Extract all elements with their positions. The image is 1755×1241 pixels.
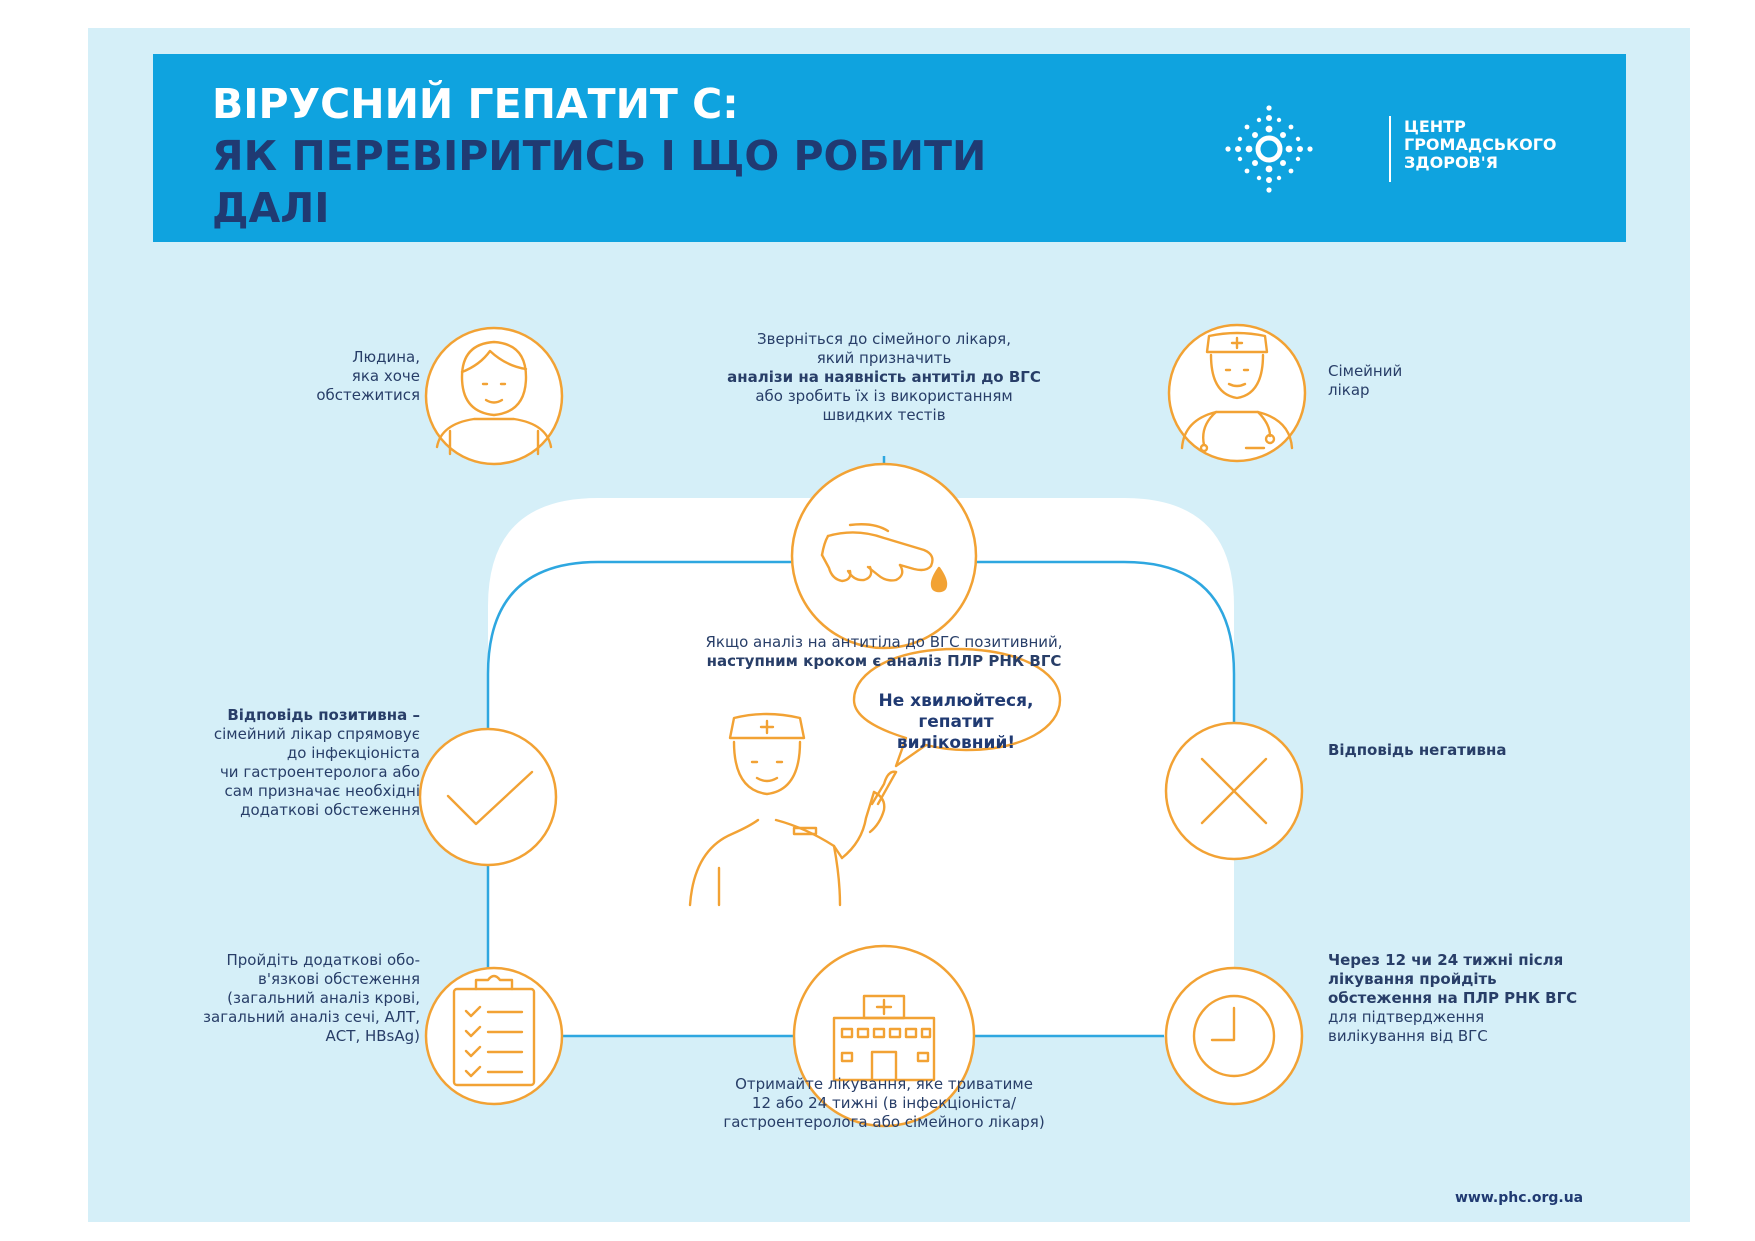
blood-test-caption: Якщо аналіз на антитіла до ВГС позитивни… xyxy=(634,633,1134,671)
visit-doctor-line: або зробить їх із використанням xyxy=(755,387,1013,405)
bubble-line: виліковний! xyxy=(896,733,1016,753)
followup-line: вилікування від ВГС xyxy=(1328,1027,1488,1045)
exams-line: АСТ, HBsAg) xyxy=(325,1027,420,1045)
clipboard-checklist-icon xyxy=(452,974,536,1087)
positive-caption: Відповідь позитивна – сімейний лікар спр… xyxy=(108,706,420,820)
treatment-line: гастроентеролога або сімейного лікаря) xyxy=(723,1113,1045,1131)
logo-divider xyxy=(1389,116,1391,182)
positive-line: сімейний лікар спрямовує xyxy=(213,725,420,743)
positive-line: додаткові обстеження xyxy=(240,801,420,819)
title-line-3: ДАЛІ xyxy=(212,184,330,232)
exams-circle xyxy=(424,966,564,1106)
doctor-pointing-icon xyxy=(688,712,898,907)
person-icon xyxy=(435,340,553,456)
exams-line: в'язкові обстеження xyxy=(258,970,420,988)
positive-circle xyxy=(418,727,558,867)
family-doctor-circle xyxy=(1167,323,1307,463)
visit-doctor-line-bold: аналізи на наявність антитіл до ВГС xyxy=(727,368,1041,386)
positive-line: чи гастроентеролога або xyxy=(219,763,420,781)
exams-line: загальний аналіз сечі, АЛТ, xyxy=(203,1008,420,1026)
person-circle xyxy=(424,326,564,466)
exams-caption: Пройдіть додаткові обо- в'язкові обстеже… xyxy=(108,951,420,1046)
followup-line-bold: обстеження на ПЛР РНК ВГС xyxy=(1328,989,1578,1007)
visit-doctor-line: який призначить xyxy=(816,349,952,367)
logo-text-line-1: ЦЕНТР xyxy=(1404,117,1466,136)
bubble-line: Не хвилюйтеся, xyxy=(878,691,1034,711)
phc-logo-icon xyxy=(1225,105,1313,193)
family-doctor-line: лікар xyxy=(1328,381,1370,399)
person-caption-line: обстежитися xyxy=(316,386,420,404)
hospital-icon xyxy=(832,994,936,1082)
central-panel xyxy=(488,498,1234,1036)
exams-line: Пройдіть додаткові обо- xyxy=(226,951,421,969)
family-doctor-caption: Сімейний лікар xyxy=(1328,362,1528,400)
negative-line: Відповідь негативна xyxy=(1328,741,1507,759)
followup-line: для підтвердження xyxy=(1328,1008,1485,1026)
person-caption-line: Людина, xyxy=(352,348,420,366)
bubble-line: гепатит xyxy=(918,712,994,732)
followup-caption: Через 12 чи 24 тижні після лікування про… xyxy=(1328,951,1648,1046)
followup-line-bold: Через 12 чи 24 тижні після xyxy=(1328,951,1564,969)
speech-bubble-text: Не хвилюйтеся, гепатит виліковний! xyxy=(856,691,1056,754)
doctor-icon xyxy=(1180,331,1294,453)
visit-doctor-caption: Зверніться до сімейного лікаря, який при… xyxy=(634,330,1134,425)
checkmark-icon xyxy=(446,770,534,826)
connector-left-upper xyxy=(486,560,792,729)
family-doctor-line: Сімейний xyxy=(1328,362,1403,380)
logo-text-line-3: ЗДОРОВ'Я xyxy=(1404,153,1498,172)
connector-lines xyxy=(486,456,1236,1038)
footer-url-link[interactable]: www.phc.org.ua xyxy=(1455,1190,1584,1206)
positive-line: до інфекціоніста xyxy=(286,744,420,762)
visit-doctor-line: Зверніться до сімейного лікаря, xyxy=(757,330,1011,348)
negative-caption: Відповідь негативна xyxy=(1328,741,1628,760)
blood-test-circle xyxy=(790,462,978,650)
positive-heading: Відповідь позитивна – xyxy=(227,706,420,724)
header-banner: ВІРУСНИЙ ГЕПАТИТ С: ЯК ПЕРЕВІРИТИСЬ І ЩО… xyxy=(153,54,1626,242)
person-caption-line: яка хоче xyxy=(351,367,420,385)
title-line-1: ВІРУСНИЙ ГЕПАТИТ С: xyxy=(212,80,739,128)
logo-text-line-2: ГРОМАДСЬКОГО xyxy=(1404,135,1557,154)
treatment-line: 12 або 24 тижні (в інфекціоніста/ xyxy=(751,1094,1017,1112)
exams-line: (загальний аналіз крові, xyxy=(227,989,420,1007)
blood-test-line: Якщо аналіз на антитіла до ВГС позитивни… xyxy=(705,633,1063,651)
finger-blood-drop-icon xyxy=(820,523,934,583)
connector-right-upper xyxy=(976,560,1236,723)
clock-icon xyxy=(1192,994,1276,1078)
person-caption: Людина, яка хоче обстежитися xyxy=(256,348,420,405)
blood-drop xyxy=(930,566,948,593)
treatment-line: Отримайте лікування, яке триватиме xyxy=(735,1075,1033,1093)
cross-icon xyxy=(1200,757,1268,825)
positive-line: сам призначає необхідні xyxy=(224,782,420,800)
speech-bubble xyxy=(852,647,1062,768)
title-line-2: ЯК ПЕРЕВІРИТИСЬ І ЩО РОБИТИ xyxy=(212,132,987,180)
visit-doctor-line: швидких тестів xyxy=(822,406,946,424)
flow-diagram xyxy=(418,323,1307,1128)
followup-line-bold: лікування пройдіть xyxy=(1328,970,1497,988)
blood-test-line-bold: наступним кроком є аналіз ПЛР РНК ВГС xyxy=(706,652,1062,670)
infographic-poster: ВІРУСНИЙ ГЕПАТИТ С: ЯК ПЕРЕВІРИТИСЬ І ЩО… xyxy=(88,28,1690,1222)
treatment-caption: Отримайте лікування, яке триватиме 12 аб… xyxy=(634,1075,1134,1132)
